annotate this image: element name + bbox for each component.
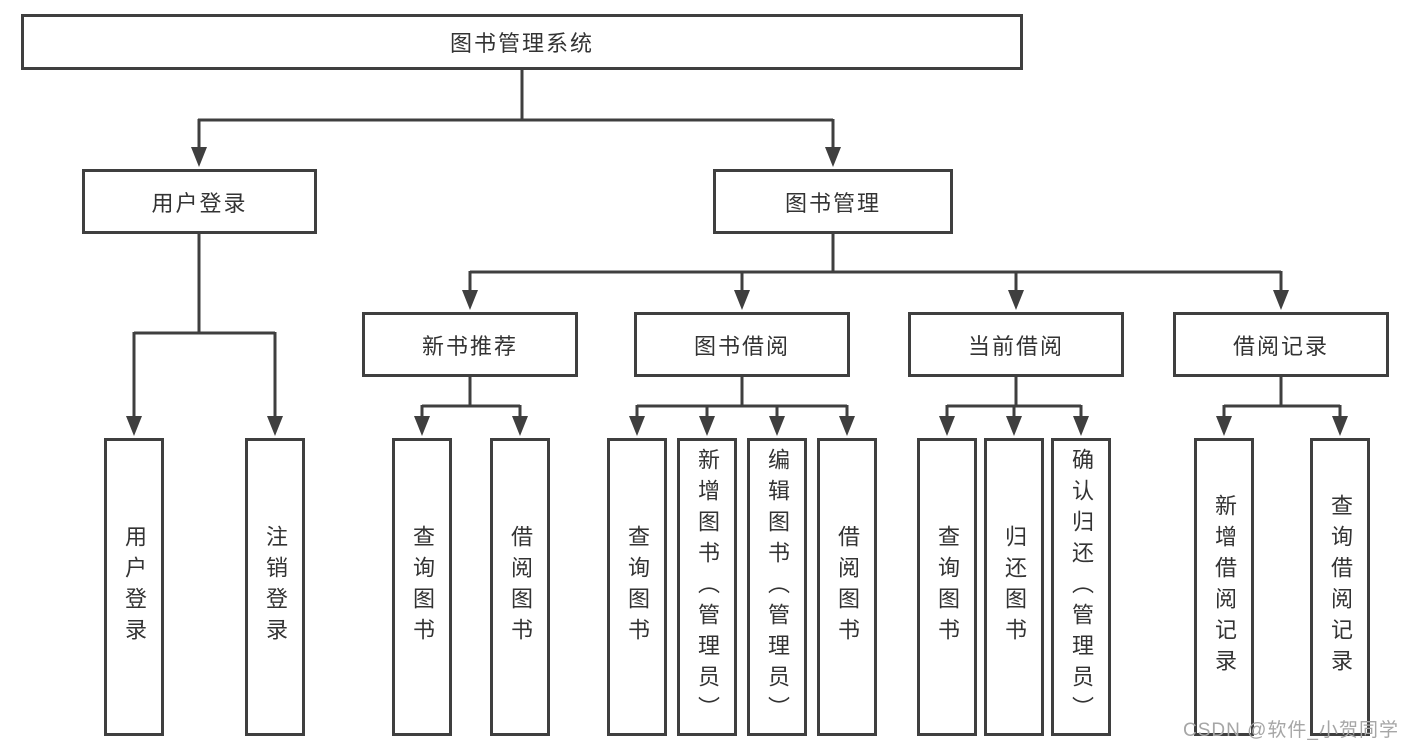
csdn-watermark: CSDN @软件_小贺同学 [1183, 720, 1399, 741]
leaf-recommend-borrow-books: 借阅图书 [490, 438, 550, 736]
node-root-system: 图书管理系统 [21, 14, 1023, 70]
leaf-borrow-borrow-books: 借阅图书 [817, 438, 877, 736]
leaf-current-confirm-return-admin: 确认归还（管理员） [1051, 438, 1111, 736]
leaf-borrow-edit-books-admin: 编辑图书（管理员） [747, 438, 807, 736]
leaf-record-query-borrow-record: 查询借阅记录 [1310, 438, 1370, 736]
node-user-login: 用户登录 [82, 169, 317, 234]
node-book-borrow: 图书借阅 [634, 312, 850, 377]
node-book-management: 图书管理 [713, 169, 953, 234]
leaf-borrow-query-books: 查询图书 [607, 438, 667, 736]
node-current-borrow: 当前借阅 [908, 312, 1124, 377]
leaf-user-login: 用户登录 [104, 438, 164, 736]
node-borrow-record: 借阅记录 [1173, 312, 1389, 377]
leaf-logout: 注销登录 [245, 438, 305, 736]
leaf-current-query-books: 查询图书 [917, 438, 977, 736]
leaf-recommend-query-books: 查询图书 [392, 438, 452, 736]
leaf-record-add-borrow-record: 新增借阅记录 [1194, 438, 1254, 736]
leaf-current-return-books: 归还图书 [984, 438, 1044, 736]
leaf-borrow-add-books-admin: 新增图书（管理员） [677, 438, 737, 736]
node-new-book-recommend: 新书推荐 [362, 312, 578, 377]
